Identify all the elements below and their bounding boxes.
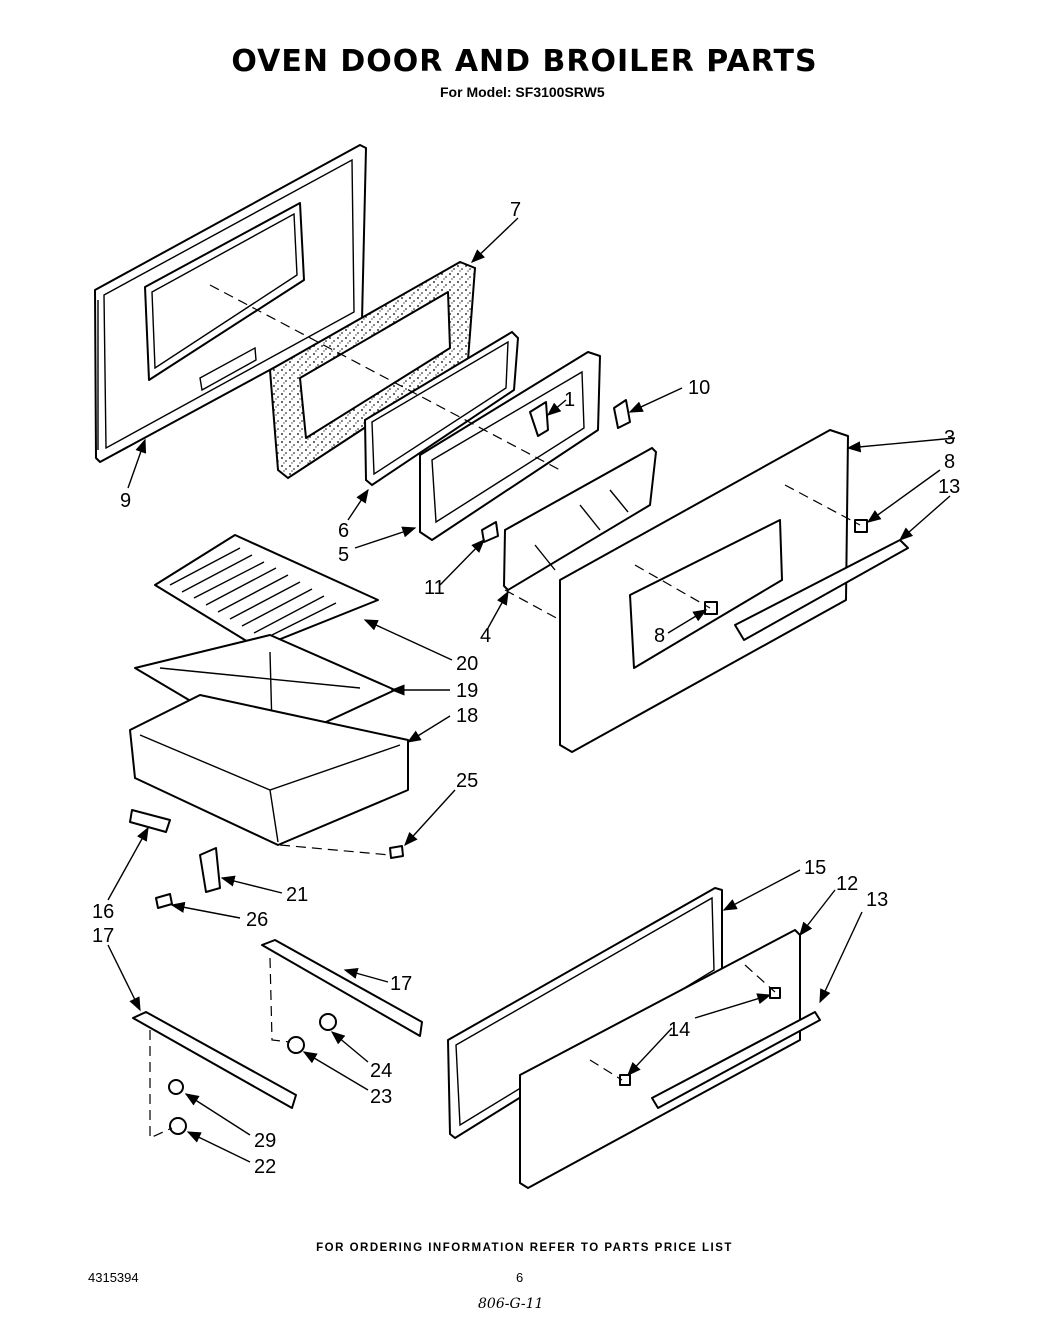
outer-glass-4 bbox=[502, 446, 658, 592]
handle-trim-13-lower bbox=[651, 1011, 821, 1109]
callout-19: 19 bbox=[456, 680, 478, 702]
callout-13-upper: 13 bbox=[938, 476, 960, 498]
bumper-29 bbox=[168, 1079, 184, 1095]
grommet-23 bbox=[287, 1036, 305, 1054]
slide-17-lower bbox=[132, 1011, 297, 1109]
callout-15: 15 bbox=[804, 857, 826, 879]
callout-9: 9 bbox=[120, 490, 131, 512]
callout-7: 7 bbox=[510, 199, 521, 221]
glass-retainer-5 bbox=[419, 351, 601, 541]
callout-4: 4 bbox=[480, 625, 491, 647]
callout-22: 22 bbox=[254, 1156, 276, 1178]
callout-labels: 7 1 10 3 8 13 9 6 5 11 4 8 20 19 18 25 1… bbox=[92, 199, 960, 1178]
callout-26: 26 bbox=[246, 909, 268, 931]
ordering-footer: FOR ORDERING INFORMATION REFER TO PARTS … bbox=[316, 1242, 733, 1254]
callout-13-lower: 13 bbox=[866, 889, 888, 911]
callout-17-left: 17 bbox=[92, 925, 114, 947]
callout-8-lower: 8 bbox=[654, 625, 665, 647]
door-insulation-7 bbox=[268, 260, 477, 480]
callout-11: 11 bbox=[424, 577, 445, 599]
callout-10: 10 bbox=[688, 377, 710, 399]
broiler-grid-20 bbox=[154, 534, 379, 649]
leader-lines bbox=[107, 217, 956, 1163]
screw-26 bbox=[155, 893, 173, 909]
bumper-24 bbox=[319, 1013, 337, 1031]
callout-17-right: 17 bbox=[390, 973, 412, 995]
callout-5: 5 bbox=[338, 544, 349, 566]
callout-20: 20 bbox=[456, 653, 478, 675]
clip-10 bbox=[613, 399, 631, 429]
callout-6: 6 bbox=[338, 520, 349, 542]
callout-18: 18 bbox=[456, 705, 478, 727]
latch-21 bbox=[199, 847, 221, 893]
spacer-8-upper bbox=[854, 519, 868, 533]
callout-8-upper: 8 bbox=[944, 451, 955, 473]
spacer-14-lower bbox=[619, 1074, 631, 1086]
callout-25: 25 bbox=[456, 770, 478, 792]
clip-11 bbox=[481, 521, 499, 543]
spacer-14-upper bbox=[769, 987, 781, 999]
assembly-lines bbox=[149, 284, 861, 1139]
callout-21: 21 bbox=[286, 884, 308, 906]
callout-29: 29 bbox=[254, 1130, 276, 1152]
handwritten-note: 806-G-11 bbox=[478, 1296, 544, 1312]
page-title: OVEN DOOR AND BROILER PARTS bbox=[231, 44, 818, 79]
drawer-front-12 bbox=[519, 929, 801, 1189]
callout-1: 1 bbox=[564, 389, 575, 411]
bracket-1 bbox=[529, 401, 549, 437]
callout-14: 14 bbox=[668, 1019, 690, 1041]
broiler-drawer-18 bbox=[129, 694, 409, 846]
document-number: 4315394 bbox=[88, 1270, 139, 1285]
callout-3: 3 bbox=[944, 427, 955, 449]
outer-door-3 bbox=[559, 429, 849, 753]
handle-trim-13 bbox=[734, 539, 909, 641]
inner-glass-6 bbox=[363, 330, 520, 487]
callout-24: 24 bbox=[370, 1060, 392, 1082]
spacer-8-lower bbox=[704, 601, 718, 615]
page-number: 6 bbox=[516, 1270, 524, 1285]
callout-12: 12 bbox=[836, 873, 858, 895]
callout-16: 16 bbox=[92, 901, 114, 923]
slide-17-upper bbox=[261, 939, 423, 1037]
model-subtitle: For Model: SF3100SRW5 bbox=[440, 84, 605, 100]
grommet-22 bbox=[169, 1117, 187, 1135]
spring-16 bbox=[129, 809, 171, 833]
callout-23: 23 bbox=[370, 1086, 392, 1108]
screw-25 bbox=[389, 845, 404, 859]
inner-door-panel-9 bbox=[94, 144, 367, 463]
